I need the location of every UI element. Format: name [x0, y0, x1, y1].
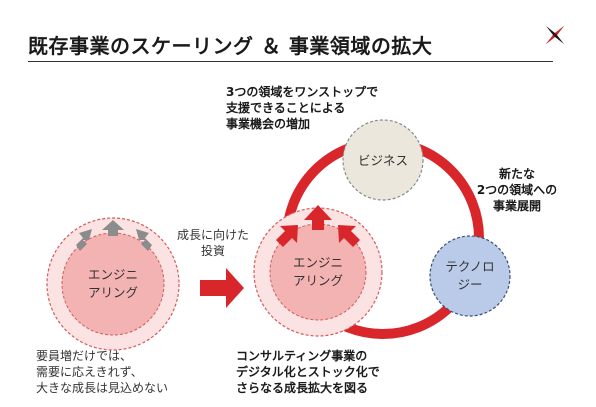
- technology-circle-label: テクノロ ジー: [445, 259, 495, 292]
- page-title: 既存事業のスケーリング ＆ 事業領域の拡大: [28, 34, 433, 58]
- bottom-note: コンサルティング事業の デジタル化とストック化で さらなる成長拡大を図る: [236, 349, 380, 395]
- technology-circle: [429, 235, 511, 317]
- business-circle: [342, 119, 424, 201]
- growth-arrow-label: 成長に向けた 投資: [176, 228, 249, 258]
- cross-x-logo-icon: [546, 26, 564, 44]
- right-note: 新たな 2つの領域への 事業展開: [476, 167, 558, 213]
- center-circle-label: エンジニ アリング: [292, 255, 343, 288]
- large-growth-arrows: [276, 205, 360, 247]
- title-underline: [28, 61, 553, 62]
- top-note: 3つの領域をワンストップで 支援できることによる 事業機会の増加: [226, 85, 379, 131]
- left-circle-label: エンジニ アリング: [87, 267, 138, 300]
- small-growth-arrows: [76, 220, 152, 251]
- growth-arrow: [200, 268, 244, 308]
- left-caption: 要員増だけでは、 需要に応えきれず、 大きな成長は見込めない: [36, 349, 169, 395]
- business-circle-label: ビジネス: [357, 153, 408, 168]
